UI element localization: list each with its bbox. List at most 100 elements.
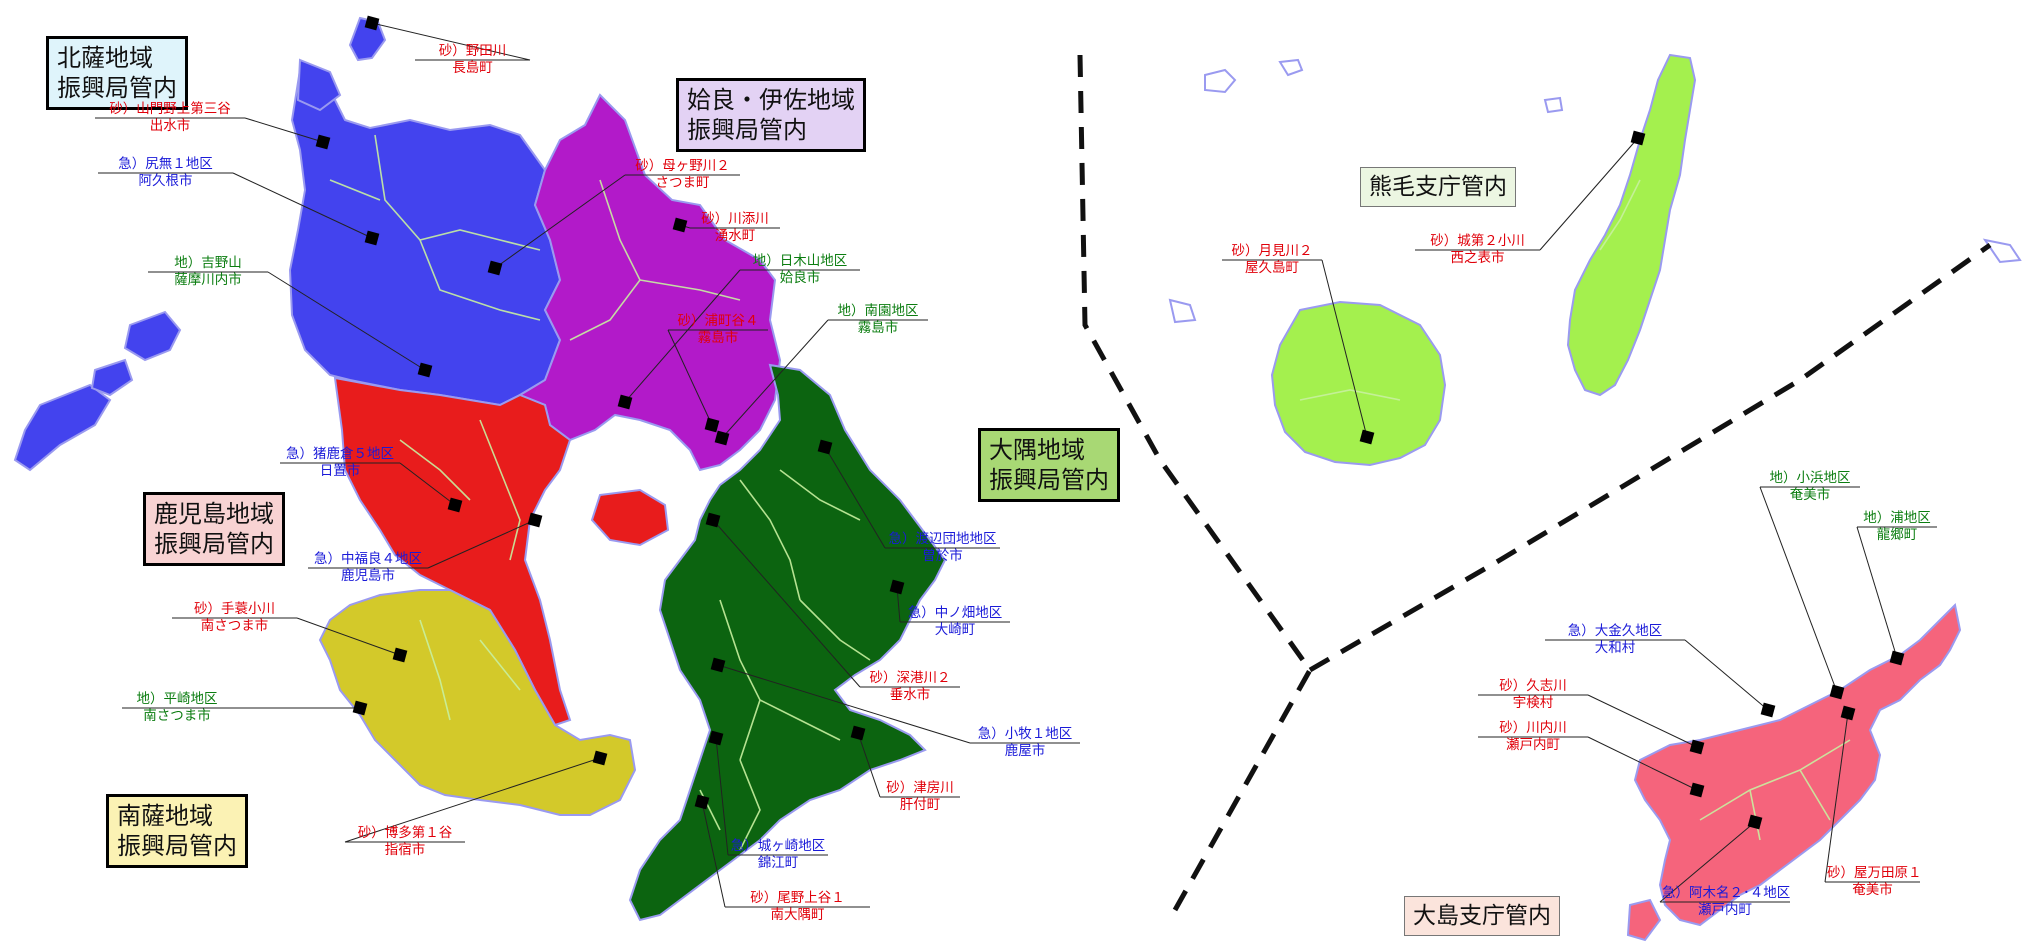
site-name: 砂）手蓑小川 [194,601,275,617]
site-city: 南さつま市 [143,708,211,724]
region-kagoshima-area [333,376,670,727]
site-name: 急）中福良４地区 [314,551,422,567]
site-marker-hahagano [487,260,503,276]
site-city: 日置市 [319,463,361,479]
leader-line-shiri [232,172,373,239]
region-osumi-area [628,363,947,922]
leader-line-minamizono [721,319,829,439]
leader-line-jogasaki [715,737,729,856]
site-label-kohama: 地）小浜地区奄美市 [1760,470,1860,504]
site-label-jogasaki: 急）城ヶ崎地区錦江町 [728,838,828,872]
region-name: 大島支庁管内 [1413,903,1551,929]
region-label-kumage: 熊毛支庁管内 [1360,167,1516,207]
site-label-nakanohata: 急）中ノ畑地区大崎町 [900,605,1010,639]
site-label-hikiyama: 地）日木山地区姶良市 [740,253,860,287]
leader-line-nakafukura [427,519,536,569]
site-marker-shiri [364,230,380,246]
leader-line-onoue [701,801,726,908]
site-city: 鹿屋市 [1004,743,1046,759]
leader-line-yamada [1824,712,1849,883]
site-marker-tsukimi [1359,429,1375,445]
site-city: 西之表市 [1450,250,1505,266]
site-marker-yamakado [315,134,331,150]
region-label-kagoshima: 鹿児島地域 振興局管内 [143,492,285,566]
site-label-kawazoe: 砂）川添川湧水町 [690,211,780,245]
site-marker-nodagawa [364,15,380,31]
site-marker-minamizono [714,430,730,446]
region-hokusatsu-area [13,16,562,472]
site-name: 砂）川内川 [1499,720,1567,736]
site-label-shiri: 急）尻無１地区阿久根市 [98,156,233,190]
site-city: 南大隅町 [770,907,825,923]
region-aira-isa-area [517,93,782,472]
leader-line-uramachi [667,329,713,426]
leader-line-fukaminato [712,519,861,688]
site-marker-hirasaki [352,700,368,716]
area-dividers [1077,54,1992,912]
site-markers [315,15,1905,830]
region-name: 熊毛支庁管内 [1369,174,1507,200]
site-city: 錦江町 [757,855,799,871]
site-name: 地）浦地区 [1863,510,1931,526]
site-label-watanabe: 急）渡辺団地地区曽於市 [885,531,1000,565]
region-suffix: 振興局管内 [154,530,274,558]
site-name: 急）尻無１地区 [118,156,213,172]
site-marker-yoshinoyama [417,362,433,378]
site-marker-kohama [1829,684,1845,700]
site-city: さつま町 [655,175,710,191]
leader-line-shishikura [399,462,456,506]
site-city: 曽於市 [922,548,963,564]
leader-lines [95,22,1937,908]
site-city: 南さつま市 [200,618,269,634]
site-city: 阿久根市 [138,173,193,189]
leader-line-kohama [1759,486,1838,693]
site-city: 宇検村 [1512,695,1554,711]
site-city: 大崎町 [934,622,976,638]
site-name: 砂）屋万田原１ [1827,865,1922,881]
site-city: 肝付町 [899,797,941,813]
site-label-yamakado: 砂）山門野上第三谷出水市 [95,101,245,135]
site-city: 長島町 [452,60,493,76]
site-name: 砂）浦町谷４ [677,313,759,329]
site-marker-akina [1747,814,1763,830]
site-city: 大和村 [1594,640,1636,656]
site-marker-shishikura [447,497,463,513]
site-marker-komaki [710,657,726,673]
site-name: 地）日木山地区 [752,253,848,269]
leader-line-watanabe [824,446,886,549]
site-name: 砂）川添川 [701,211,769,227]
site-marker-ogamiku [1760,702,1776,718]
site-city: 奄美市 [1852,882,1893,898]
site-marker-temino [392,647,408,663]
site-marker-nakanohata [889,579,905,595]
site-city: 奄美市 [1789,487,1831,503]
region-kumage-area [1270,53,1697,467]
site-city: 霧島市 [857,320,899,336]
site-marker-jodai [1630,130,1646,146]
site-label-kawauchi: 砂）川内川瀬戸内町 [1478,720,1588,754]
region-suffix: 振興局管内 [687,116,807,144]
region-name: 鹿児島地域 [154,500,274,528]
site-label-nodagawa: 砂）野田川長島町 [415,43,530,77]
region-name: 北薩地域 [57,44,153,72]
site-marker-fukaminato [705,512,721,528]
site-marker-tsubusa [850,725,866,741]
site-marker-jogasaki [708,730,724,746]
region-label-hokusatsu: 北薩地域 振興局管内 [46,36,188,110]
site-label-temino: 砂）手蓑小川南さつま市 [172,601,297,635]
site-label-akina: 急）阿木名２･４地区瀬戸内町 [1660,885,1790,919]
site-name: 急）阿木名２･４地区 [1662,885,1791,901]
site-name: 急）猪鹿倉５地区 [286,446,394,462]
site-marker-yamada [1840,705,1856,721]
leader-line-yoshinoyama [267,271,426,371]
site-marker-onoue [694,794,710,810]
leader-line-akina [1659,821,1756,903]
site-label-komaki: 急）小牧１地区鹿屋市 [970,726,1080,760]
leader-line-hakata [344,757,601,843]
site-name: 砂）城第２小川 [1430,233,1525,249]
region-name: 大隅地域 [989,436,1085,464]
region-label-nansatsu: 南薩地域 振興局管内 [106,794,248,868]
site-label-hakata: 砂）博多第１谷指宿市 [345,825,465,859]
